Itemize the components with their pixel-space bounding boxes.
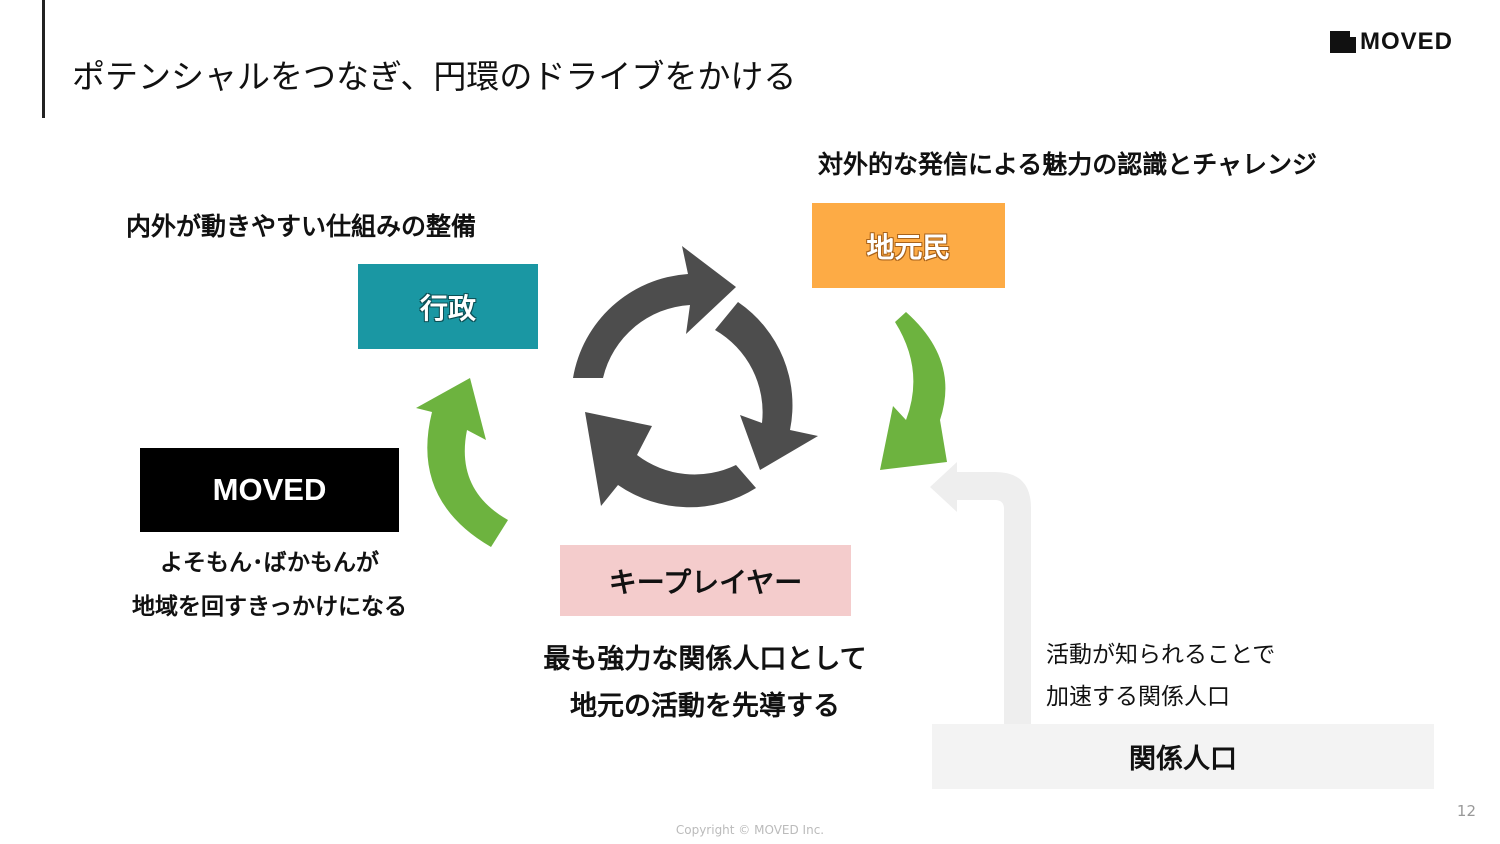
kankei-label: 関係人口 — [1129, 744, 1237, 775]
logo-mark-icon — [1330, 31, 1356, 53]
kankei-caption-line2: 加速する関係人口 — [1046, 684, 1230, 710]
jimoto-heading: 対外的な発信による魅力の認識とチャレンジ — [818, 150, 1318, 179]
copyright: Copyright © MOVED Inc. — [675, 823, 825, 837]
key-player-caption-line1: 最も強力な関係人口として — [543, 644, 867, 675]
logo-text: MOVED — [1360, 28, 1454, 55]
jimoto-node: 地元民 — [812, 203, 1005, 288]
page-number: 12 — [1456, 802, 1476, 820]
curved-arrow-icon — [416, 378, 508, 547]
kankei-node: 関係人口 — [932, 724, 1434, 789]
key-player-node: キープレイヤー — [560, 545, 851, 616]
cycle-arrows-icon — [573, 246, 818, 508]
gyosei-node: 行政 — [358, 264, 538, 349]
moved-caption-line1: よそもん･ばかもんが — [160, 550, 379, 576]
key-player-caption-line2: 地元の活動を先導する — [570, 691, 840, 722]
jimoto-label: 地元民 — [866, 230, 951, 264]
gyosei-heading: 内外が動きやすい仕組みの整備 — [126, 212, 477, 241]
gyosei-label: 行政 — [419, 291, 476, 325]
moved-label: MOVED — [212, 472, 327, 507]
moved-node: MOVED — [140, 448, 399, 532]
elbow-arrow-icon — [930, 462, 1031, 724]
title-accent-bar — [42, 0, 45, 118]
page-title: ポテンシャルをつなぎ、円環のドライブをかける — [72, 57, 797, 96]
kankei-caption-line1: 活動が知られることで — [1046, 642, 1276, 668]
curved-arrow-icon — [880, 312, 947, 470]
moved-caption-line2: 地域を回すきっかけになる — [131, 594, 408, 620]
key-player-label: キープレイヤー — [608, 565, 803, 599]
moved-logo: MOVED — [1330, 28, 1453, 56]
